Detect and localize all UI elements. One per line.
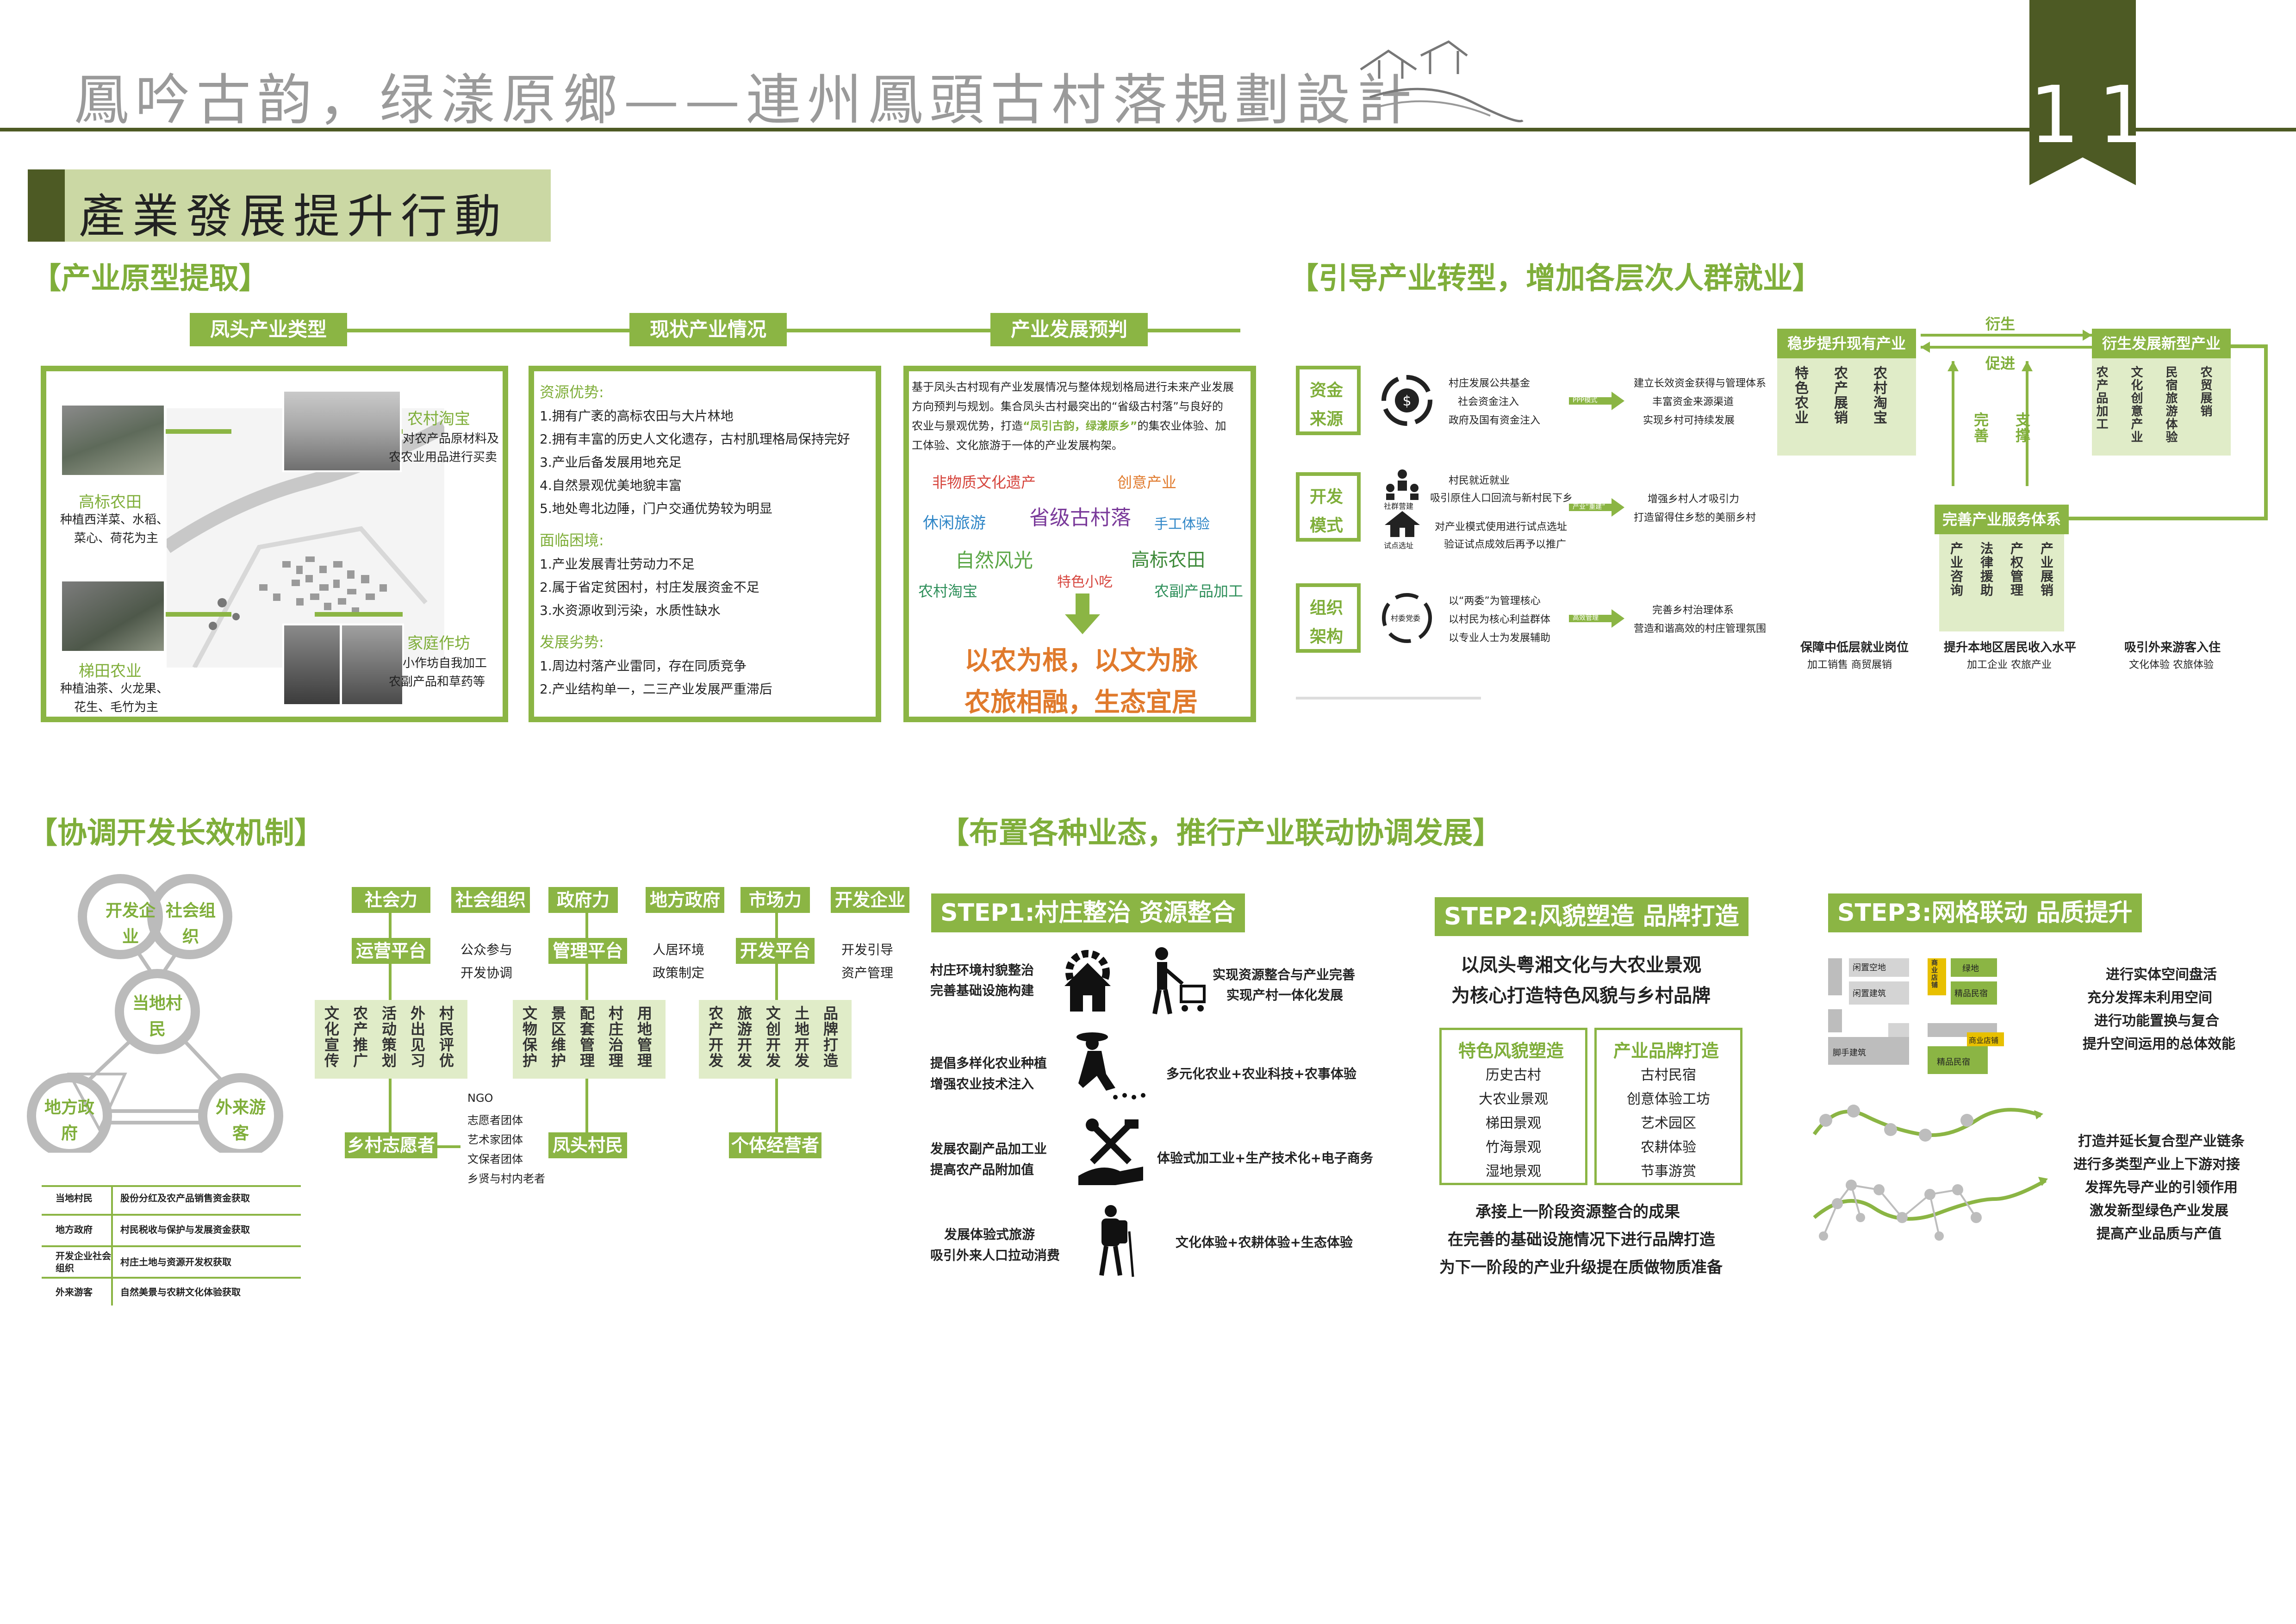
arrow-right-icon xyxy=(1569,609,1624,628)
photo-workshop xyxy=(282,624,342,706)
sec1-tab-1: 凤头产业类型 xyxy=(190,313,347,346)
development-row: 开发 模式 社群营建 试点选址 村民就近就业 吸引原住人口回流与新村民下乡 对产… xyxy=(1296,468,1782,560)
step1-panel: 村庄环境村貌整治 完善基础设施构建 实现资源整合与产业完善 实现产村一体化发展 … xyxy=(926,935,1393,1278)
step2-col-feature: 特色风貌塑造 历史古村 大农业景观 梯田景观 竹海景观 湿地景观 xyxy=(1439,1028,1587,1185)
shopping-cart-person-icon xyxy=(1152,947,1206,1014)
type-taobao-name: 农村淘宝 xyxy=(407,410,470,428)
arrow-right-icon xyxy=(1569,392,1624,410)
village-gear-icon xyxy=(1064,950,1111,1012)
service-connector xyxy=(1948,361,2033,486)
sec1-title: 【产业原型提取】 xyxy=(31,262,268,296)
svg-text:$: $ xyxy=(1402,393,1411,409)
step2-title: STEP2:风貌塑造 品牌打造 xyxy=(1435,897,1748,936)
section-banner-title: 產業發展提升行動 xyxy=(79,189,508,244)
header-rule xyxy=(0,128,2296,131)
service-system-box: 完善产业服务体系 xyxy=(1935,505,2069,534)
farmer-planting-icon xyxy=(1076,1032,1145,1099)
community-icon xyxy=(1386,469,1419,500)
grid-block-diagram: 闲置空地 闲置建筑 商业店铺 绿地 精品民宿 商业店铺 精品民宿 脚手建筑 xyxy=(1828,954,2060,1083)
page-number: 11 xyxy=(2029,69,2167,161)
funding-row: 资金 来源 $ 村庄发展公共基金 社会资金注入 政府及国有资金注入 PPP模式 … xyxy=(1296,361,1782,454)
step3-title: STEP3:网格联动 品质提升 xyxy=(1828,893,2142,932)
arrow-right-icon xyxy=(1569,498,1624,517)
panel-industry-types: 农村淘宝 对农产品原材料及 农农业用品进行买卖 高标农田 种植西洋菜、水稻、 菜… xyxy=(41,366,508,722)
organization-cycle-icon xyxy=(1382,593,1432,643)
photo-workshop-2 xyxy=(340,624,404,706)
photo-terrace xyxy=(60,580,166,653)
forecast-slogan-1: 以农为根，以文为脉 xyxy=(964,646,1198,676)
step2-col-brand: 产业品牌打造 古村民宿 创意体验工坊 艺术园区 农耕体验 节事游赏 xyxy=(1594,1028,1742,1185)
existing-industry-box: 稳步提升现有产业 xyxy=(1777,329,1916,358)
organization-row: 组织 架构 村委党委 以“两委”为管理核心 以村民为核心利益群体 以专业人士为发… xyxy=(1296,579,1782,671)
sec3-title: 【协调开发长效机制】 xyxy=(28,816,324,850)
flow-arrows xyxy=(1921,330,2092,353)
forecast-slogan-2: 农旅相融，生态宜居 xyxy=(964,687,1198,718)
house-icon xyxy=(1385,511,1420,537)
new-industry-box: 衍生发展新型产业 xyxy=(2092,329,2231,358)
sec2-title: 【引导产业转型，增加各层次人群就业】 xyxy=(1289,262,1822,296)
photo-taobao xyxy=(282,390,402,472)
type-workshop-name: 家庭作坊 xyxy=(407,634,470,653)
section-banner: 產業發展提升行動 xyxy=(28,169,551,244)
panel-industry-forecast: 基于凤头古村现有产业发展情况与整体规划格局进行未来产业发展 方向预判与规划。集合… xyxy=(903,366,1256,722)
sec4-title: 【布置各种业态，推行产业联动协调发展】 xyxy=(940,816,1502,850)
village-sketch-logo xyxy=(1360,40,1524,123)
type-farmland-name: 高标农田 xyxy=(79,493,142,512)
panel-industry-status: 资源优势: 1.拥有广袤的高标农田与大片林地 2.拥有丰富的历史人文化遗存，古村… xyxy=(529,366,881,722)
page-title: 鳳吟古韵，绿漾原鄉——連州鳳頭古村落規劃設計 xyxy=(74,68,1419,132)
sec1-tab-3: 产业发展预判 xyxy=(990,313,1148,346)
stakeholder-legend: 当地村民 股份分红及农产品销售资金获取 地方政府 村民税收与保护与发展资金获取 … xyxy=(42,1185,301,1305)
hand-tools-icon xyxy=(1078,1118,1143,1185)
type-terrace-name: 梯田农业 xyxy=(79,662,142,681)
photo-farmland xyxy=(60,404,166,477)
money-cycle-icon: $ xyxy=(1381,375,1432,426)
stakeholder-diagram xyxy=(27,874,283,1153)
hiker-icon xyxy=(1099,1205,1134,1277)
down-arrow-icon xyxy=(1065,593,1100,634)
industry-chain-diagram xyxy=(1812,1105,2048,1241)
step1-title: STEP1:村庄整治 资源整合 xyxy=(931,893,1245,932)
page-number-badge xyxy=(2029,0,2136,185)
sec1-tab-2: 现状产业情况 xyxy=(629,313,787,346)
